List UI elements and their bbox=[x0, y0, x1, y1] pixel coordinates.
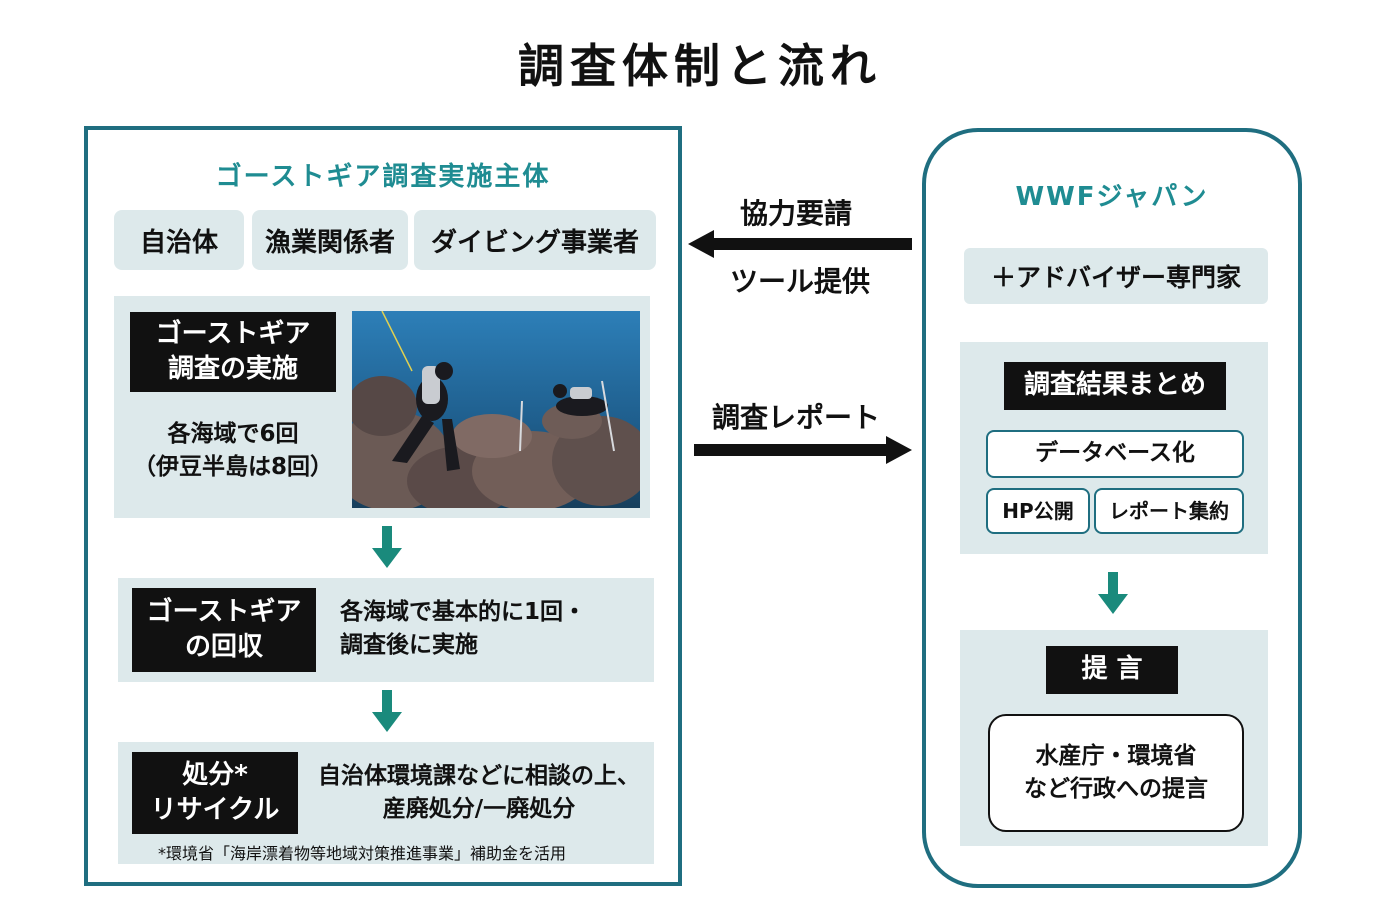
step-survey-label: ゴーストギア 調査の実施 bbox=[130, 312, 336, 392]
right-arrow-icon bbox=[694, 436, 912, 464]
page-title: 調査体制と流れ bbox=[518, 39, 882, 93]
underwater-divers-image bbox=[352, 311, 640, 508]
step-disposal-box: 処分* リサイクル 自治体環境課などに相談の上、 産廃処分/一廃処分 *環境省「… bbox=[118, 742, 654, 864]
tool-provision-label: ツール提供 bbox=[730, 265, 871, 298]
proposal-label: 提 言 bbox=[1046, 646, 1178, 694]
cooperation-request-label: 協力要請 bbox=[740, 197, 853, 230]
step-disposal-label: 処分* リサイクル bbox=[132, 752, 298, 834]
down-arrow-icon bbox=[372, 526, 402, 568]
implementer-heading: ゴーストギア調査実施主体 bbox=[215, 162, 551, 192]
step-survey-text: 各海域で6回 （伊豆半島は8回） bbox=[132, 421, 333, 481]
diver-photo bbox=[352, 311, 640, 508]
actor-diving-operator: ダイビング事業者 bbox=[414, 210, 656, 270]
down-arrow-icon bbox=[1098, 572, 1128, 614]
proposal-box: 提 言 水産庁・環境省 など行政への提言 bbox=[960, 630, 1268, 846]
subsidy-footnote: *環境省「海岸漂着物等地域対策推進事業」補助金を活用 bbox=[158, 844, 567, 863]
database-box: データベース化 bbox=[986, 430, 1244, 478]
hp-publish-box: HP公開 bbox=[986, 488, 1090, 534]
wwf-heading: WWFジャパン bbox=[1015, 182, 1209, 212]
summary-label: 調査結果まとめ bbox=[1004, 362, 1226, 410]
step-collection-box: ゴーストギア の回収 各海域で基本的に1回・ 調査後に実施 bbox=[118, 578, 654, 682]
down-arrow-icon bbox=[372, 690, 402, 732]
left-arrow-icon bbox=[688, 230, 912, 258]
actor-municipality: 自治体 bbox=[114, 210, 244, 270]
wwf-japan-panel: WWFジャパン ＋アドバイザー専門家 調査結果まとめ データベース化 HP公開 … bbox=[922, 128, 1302, 888]
actor-fishery: 漁業関係者 bbox=[252, 210, 408, 270]
survey-report-label: 調査レポート bbox=[712, 401, 881, 434]
summary-box: 調査結果まとめ データベース化 HP公開 レポート集約 bbox=[960, 342, 1268, 554]
survey-implementer-panel: ゴーストギア調査実施主体 自治体 漁業関係者 ダイビング事業者 ゴーストギア 調… bbox=[84, 126, 682, 886]
report-collection-box: レポート集約 bbox=[1094, 488, 1244, 534]
proposal-text-box: 水産庁・環境省 など行政への提言 bbox=[988, 714, 1244, 832]
step-collection-text: 各海域で基本的に1回・ 調査後に実施 bbox=[340, 599, 587, 659]
step-collection-label: ゴーストギア の回収 bbox=[132, 588, 316, 672]
step-survey-box: ゴーストギア 調査の実施 各海域で6回 （伊豆半島は8回） bbox=[114, 296, 650, 518]
step-disposal-text: 自治体環境課などに相談の上、 産廃処分/一廃処分 bbox=[318, 763, 640, 823]
advisor-box: ＋アドバイザー専門家 bbox=[964, 248, 1268, 304]
